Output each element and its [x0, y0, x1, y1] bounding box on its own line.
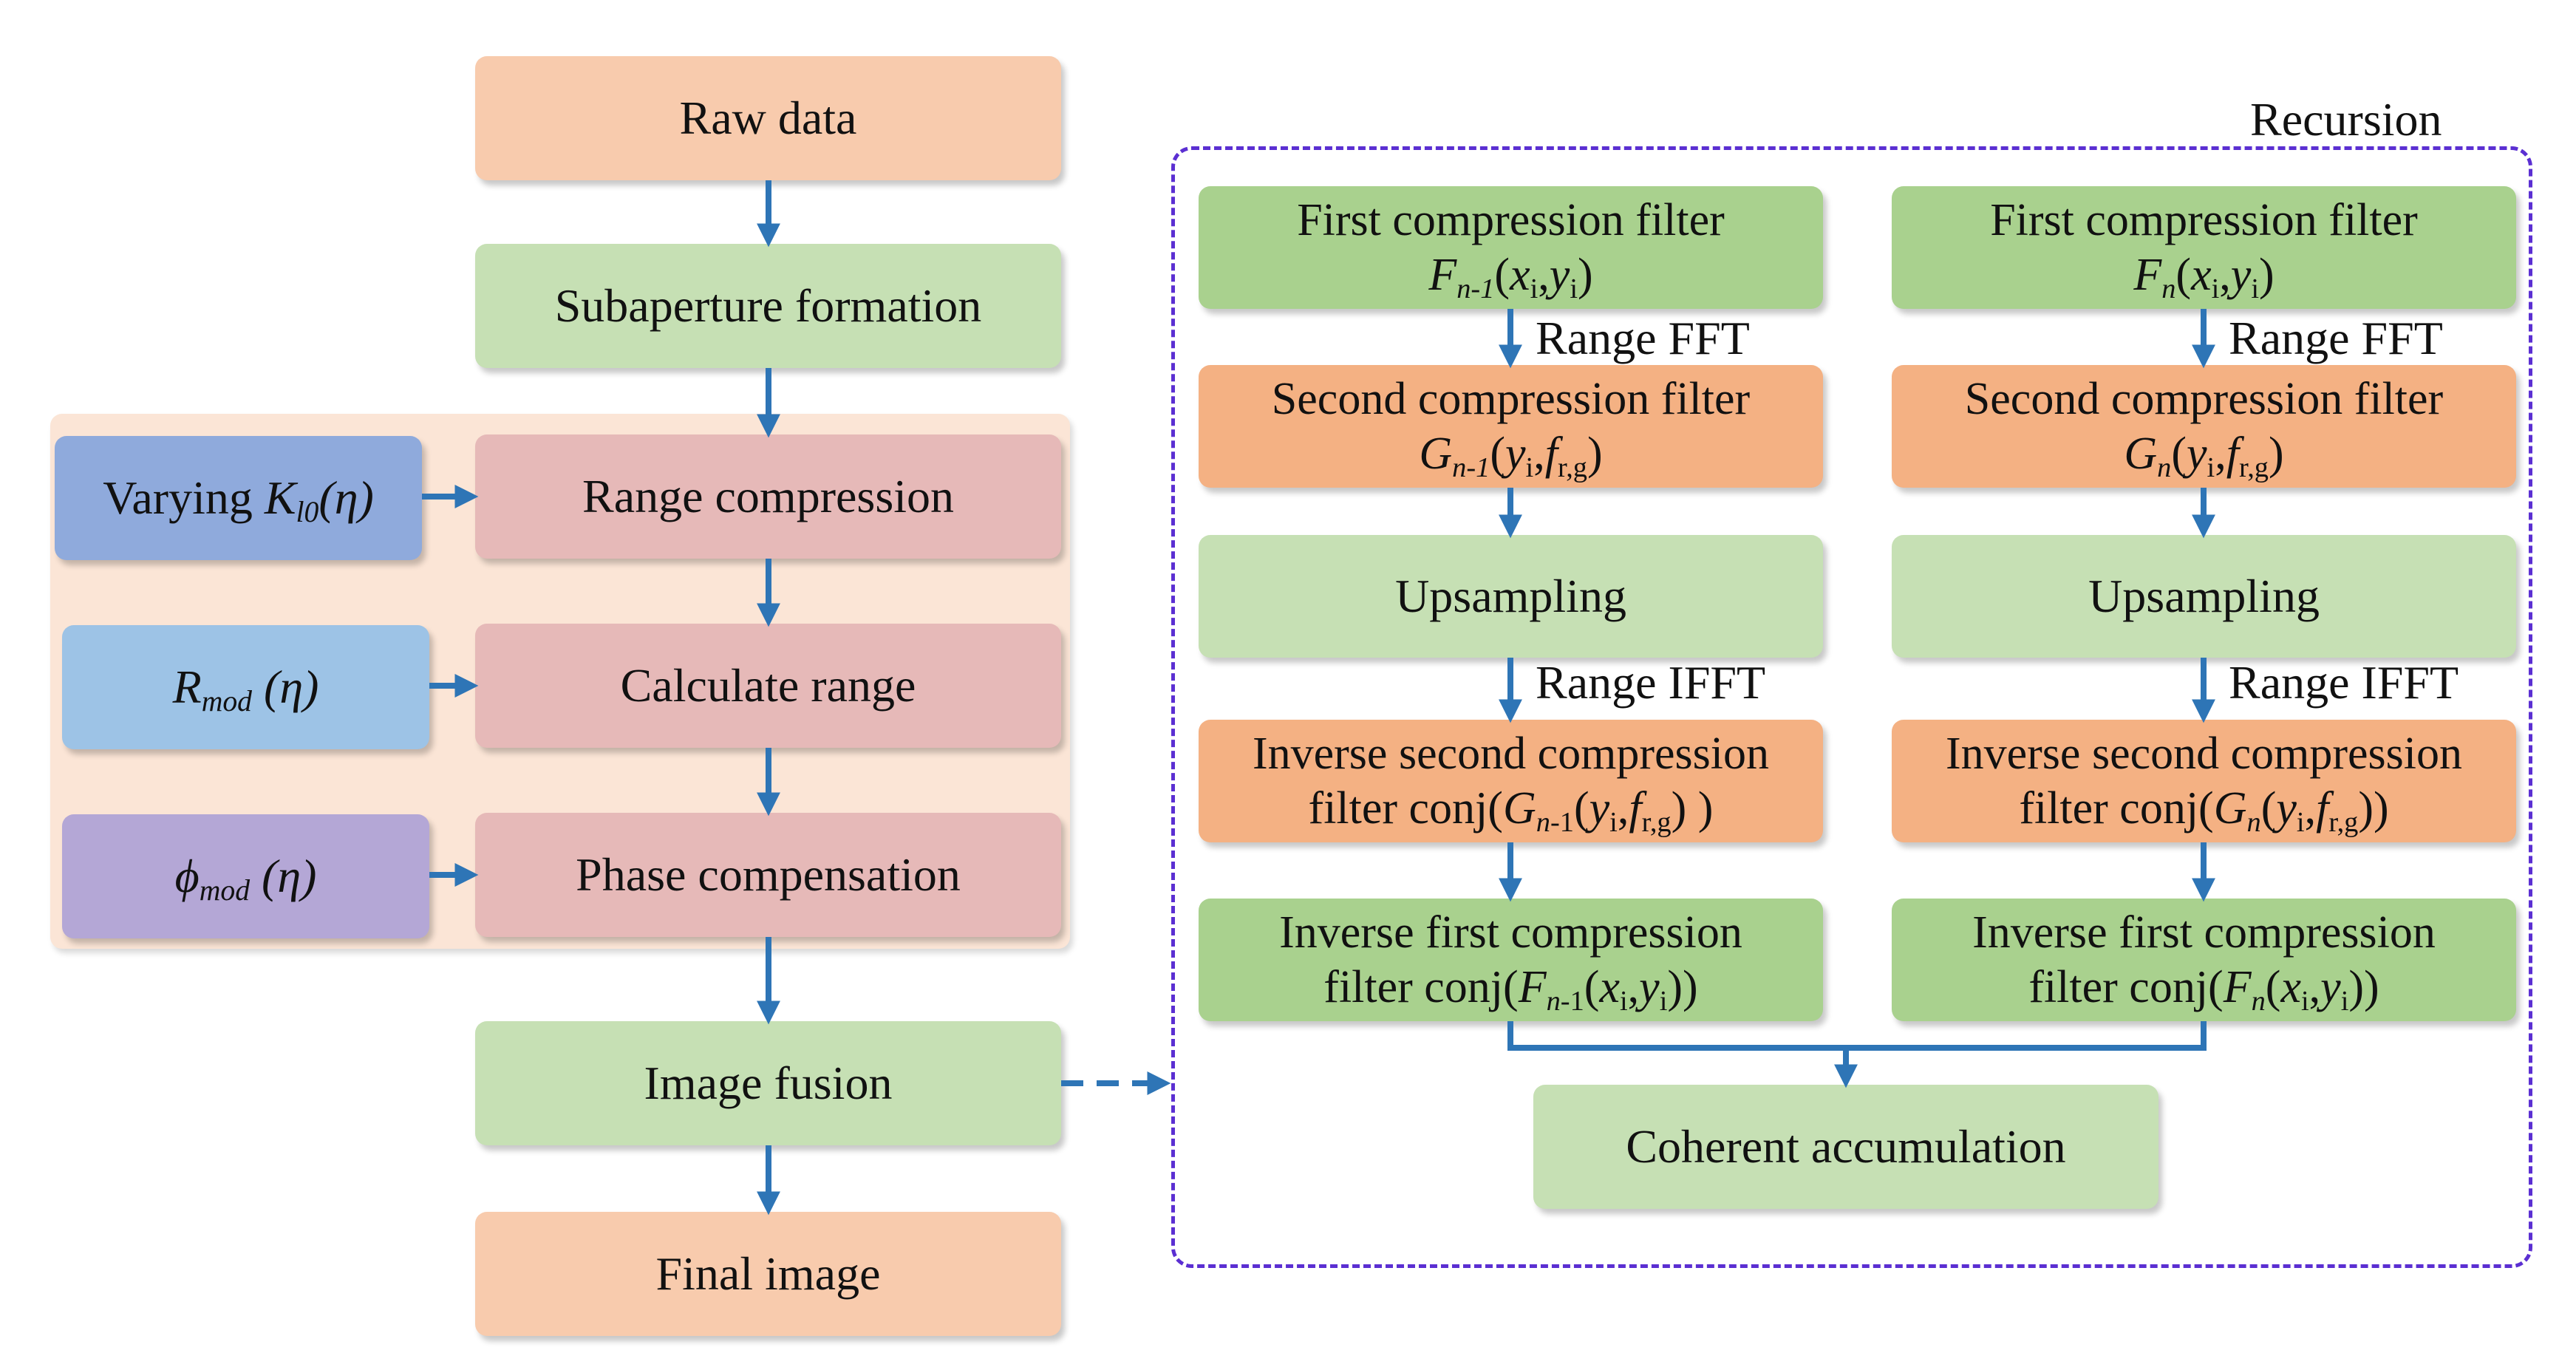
r-mod-box[interactable]: Rmod (η)	[62, 625, 429, 749]
image-fusion-label: Image fusion	[644, 1056, 893, 1109]
upsampling-label-n: Upsampling	[2088, 569, 2320, 622]
first-filter-title-n: First compression filter	[1990, 194, 2418, 245]
inv-second-line2-n: filter conj(Gn(yi,fr,g))	[2019, 783, 2389, 838]
second-filter-title-n: Second compression filter	[1964, 373, 2444, 424]
merge-connector	[1507, 1021, 2207, 1051]
first-filter-box-n[interactable]: First compression filter Fn(xi,yi)	[1892, 186, 2516, 309]
varying-k-box[interactable]: Varying Kl0(η)	[55, 436, 422, 560]
inv-second-filter-box-n-1[interactable]: Inverse second compression filter conj(G…	[1199, 720, 1823, 842]
inv-first-line1-n-1: Inverse first compression	[1279, 907, 1742, 958]
inv-second-filter-box-n[interactable]: Inverse second compression filter conj(G…	[1892, 720, 2516, 842]
r-mod-label: Rmod (η)	[172, 660, 319, 718]
subaperture-formation-label: Subaperture formation	[554, 279, 982, 332]
first-filter-expr-n-1: Fn-1(xi,yi)	[1428, 250, 1593, 304]
range-compression-label: Range compression	[582, 469, 954, 522]
phase-compensation-box[interactable]: Phase compensation	[475, 813, 1061, 937]
inv-first-line2-n: filter conj(Fn(xi,yi))	[2028, 962, 2379, 1017]
inv-first-filter-box-n[interactable]: Inverse first compression filter conj(Fn…	[1892, 899, 2516, 1021]
first-filter-box-n-1[interactable]: First compression filter Fn-1(xi,yi)	[1199, 186, 1823, 309]
inv-second-line2-n-1: filter conj(Gn-1(yi,fr,g) )	[1308, 783, 1714, 838]
inv-second-line1-n: Inverse second compression	[1945, 728, 2462, 779]
range-fft-label-n: Range FFT	[2229, 312, 2443, 364]
second-filter-box-n-1[interactable]: Second compression filter Gn-1(yi,fr,g)	[1199, 365, 1823, 488]
first-filter-expr-n: Fn(xi,yi)	[2133, 250, 2275, 304]
inv-first-line1-n: Inverse first compression	[1972, 907, 2436, 958]
phase-compensation-label: Phase compensation	[576, 848, 961, 901]
upsampling-box-n[interactable]: Upsampling	[1892, 535, 2516, 658]
final-image-label: Final image	[655, 1247, 881, 1300]
first-filter-title-n-1: First compression filter	[1297, 194, 1725, 245]
varying-k-label: Varying Kl0(η)	[103, 471, 374, 529]
second-filter-box-n[interactable]: Second compression filter Gn(yi,fr,g)	[1892, 365, 2516, 488]
range-compression-box[interactable]: Range compression	[475, 434, 1061, 559]
upsampling-box-n-1[interactable]: Upsampling	[1199, 535, 1823, 658]
phi-mod-box[interactable]: ϕmod (η)	[62, 814, 429, 938]
final-image-box[interactable]: Final image	[475, 1212, 1061, 1336]
subaperture-formation-box[interactable]: Subaperture formation	[475, 244, 1061, 368]
range-fft-label-n-1: Range FFT	[1536, 312, 1750, 364]
recursion-frame	[1171, 146, 2532, 1268]
recursion-title: Recursion	[2250, 93, 2442, 146]
phi-mod-label: ϕmod (η)	[174, 849, 317, 907]
inv-first-line2-n-1: filter conj(Fn-1(xi,yi))	[1323, 962, 1698, 1017]
range-ifft-label-n-1: Range IFFT	[1536, 656, 1766, 709]
coherent-accumulation-label: Coherent accumulation	[1626, 1119, 2066, 1173]
inv-first-filter-box-n-1[interactable]: Inverse first compression filter conj(Fn…	[1199, 899, 1823, 1021]
coherent-accumulation-box[interactable]: Coherent accumulation	[1533, 1085, 2158, 1209]
image-fusion-box[interactable]: Image fusion	[475, 1021, 1061, 1145]
second-filter-expr-n-1: Gn-1(yi,fr,g)	[1419, 429, 1603, 483]
calculate-range-label: Calculate range	[620, 658, 916, 712]
second-filter-expr-n: Gn(yi,fr,g)	[2124, 429, 2284, 483]
raw-data-label: Raw data	[679, 91, 857, 144]
raw-data-box[interactable]: Raw data	[475, 56, 1061, 180]
upsampling-label-n-1: Upsampling	[1395, 569, 1626, 622]
calculate-range-box[interactable]: Calculate range	[475, 624, 1061, 748]
inv-second-line1-n-1: Inverse second compression	[1252, 728, 1769, 779]
range-ifft-label-n: Range IFFT	[2229, 656, 2459, 709]
second-filter-title-n-1: Second compression filter	[1271, 373, 1751, 424]
